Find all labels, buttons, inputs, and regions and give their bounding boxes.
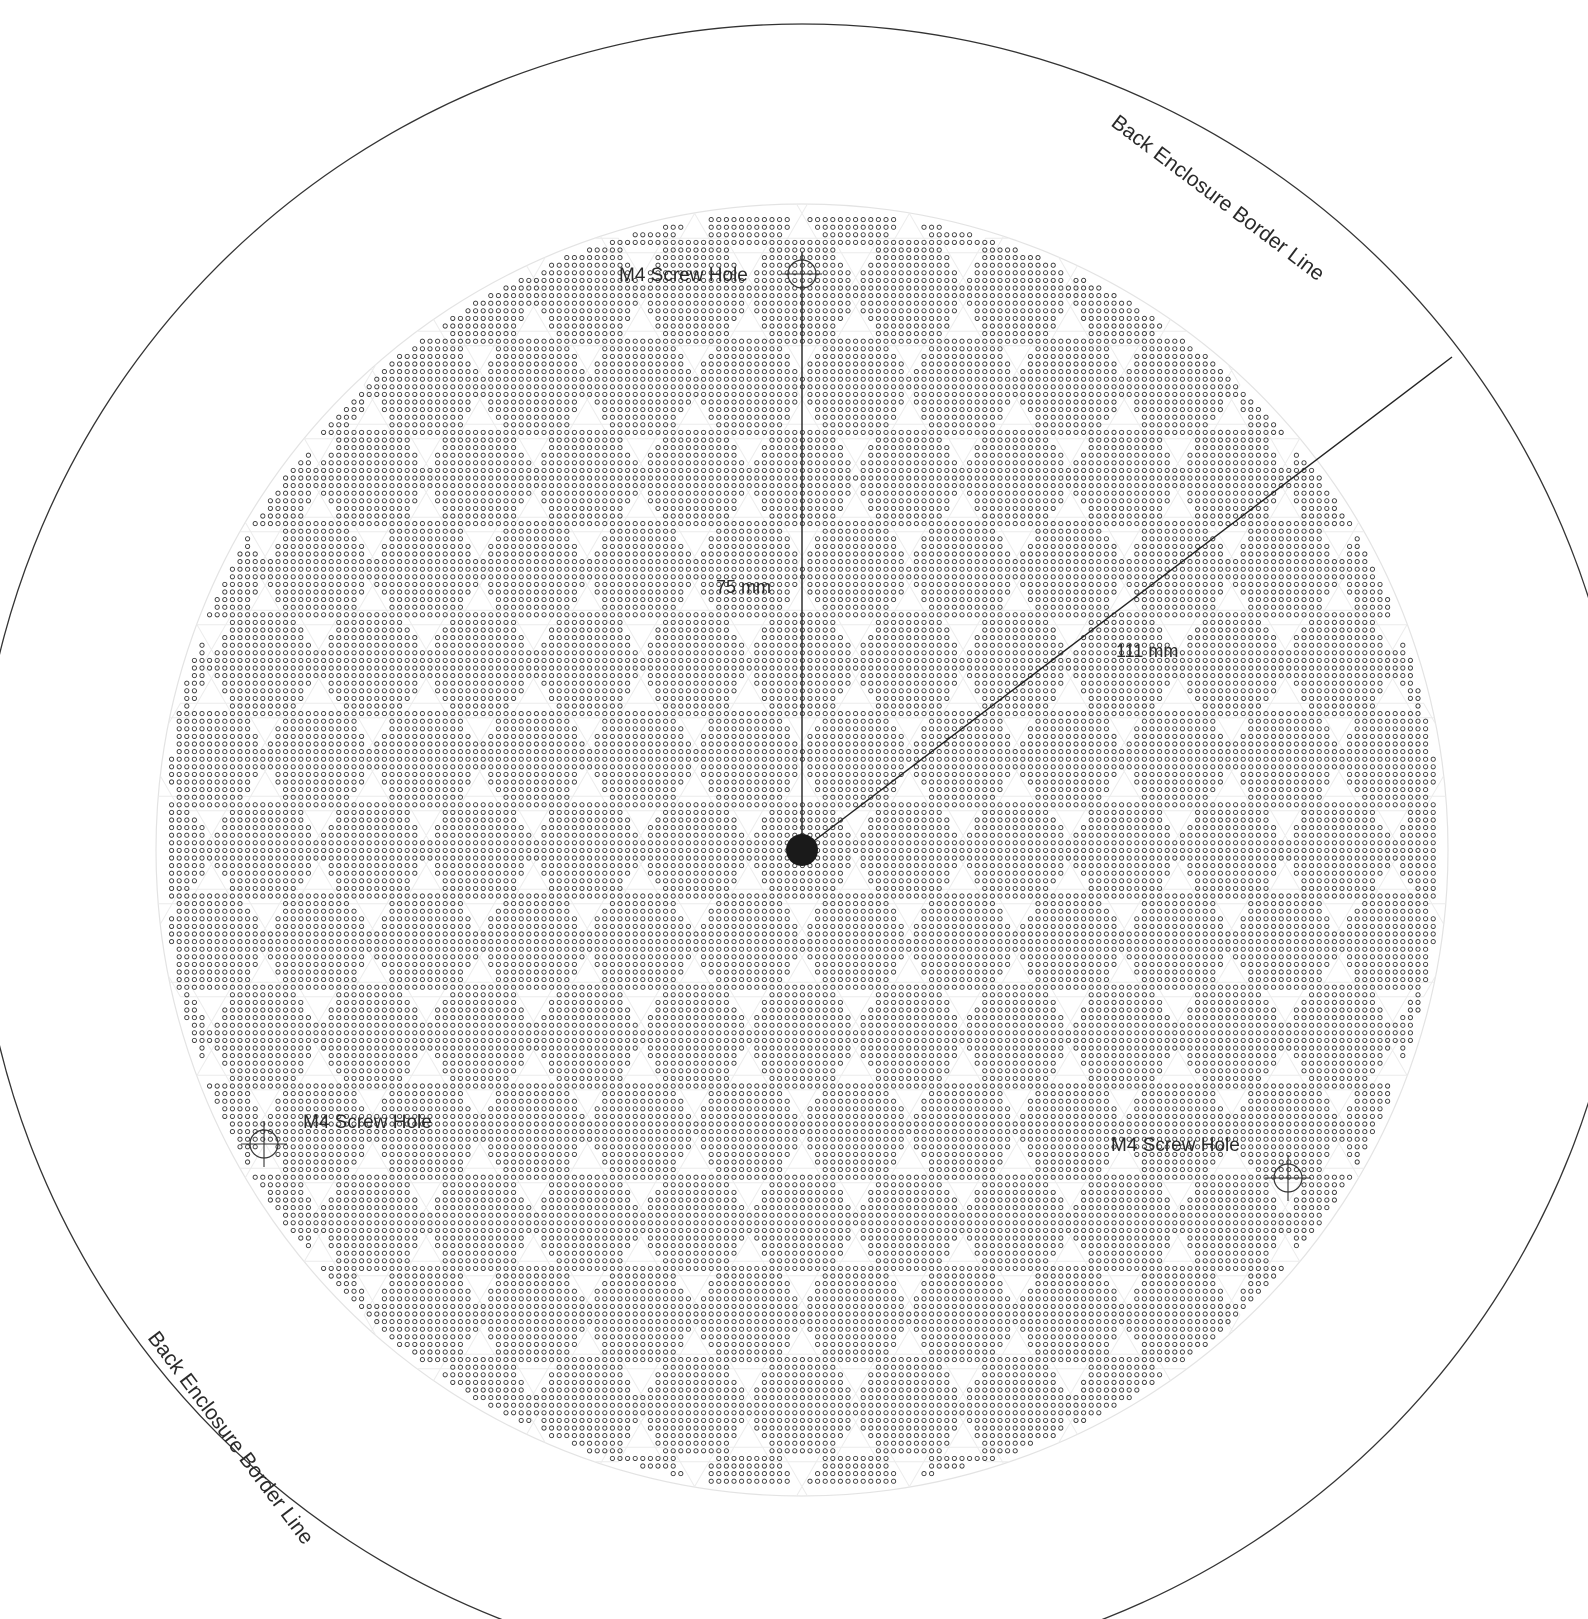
screw-hole-top xyxy=(782,254,822,294)
border-line-label-bottom: Back Enclosure Border Line xyxy=(143,1327,318,1549)
screw-hole-label-right: M4 Screw Hole xyxy=(1111,1135,1240,1156)
enclosure-border-circle xyxy=(0,23,1588,1619)
screw-hole-label-top: M4 Screw Hole xyxy=(619,265,748,286)
grille xyxy=(155,203,1449,1497)
screw-hole-right xyxy=(1265,1155,1311,1201)
center-point xyxy=(786,834,818,866)
screw-hole-left xyxy=(241,1121,287,1167)
screw-hole-label-left: M4 Screw Hole xyxy=(303,1112,432,1133)
grille-perforations xyxy=(169,217,1436,1484)
grille-outline xyxy=(155,203,1449,1497)
dimension-line-111mm xyxy=(801,356,1453,851)
dimension-label-111mm: 111 mm xyxy=(1116,641,1178,661)
dimension-label-75mm: 75 mm xyxy=(716,577,771,597)
